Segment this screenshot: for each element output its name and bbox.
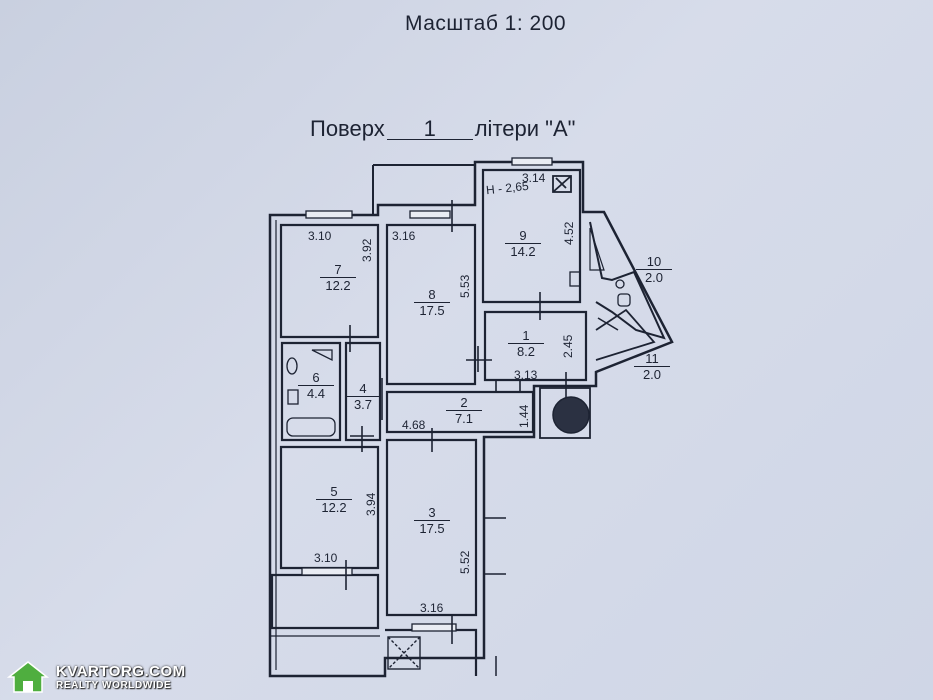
dim-room9-depth: 4.52 xyxy=(562,221,576,245)
door-marks xyxy=(336,200,619,644)
floor-suffix: літери "А" xyxy=(474,116,576,141)
outer-wall xyxy=(268,160,674,678)
windows xyxy=(301,157,553,632)
dim-room3-width: 3.16 xyxy=(420,601,444,615)
dim-room7-width: 3.10 xyxy=(308,229,332,243)
watermark-subtitle: REALTY WORLDWIDE xyxy=(56,680,172,691)
loggia-top xyxy=(372,164,475,215)
balcony-hatch-icon xyxy=(387,636,421,670)
stair-marking xyxy=(589,227,605,271)
floor-prefix: Поверх xyxy=(310,116,385,141)
dim-room5-width: 3.10 xyxy=(314,551,338,565)
dim-room7-depth: 3.92 xyxy=(360,238,374,262)
floor-number: 1 xyxy=(386,118,473,140)
dim-room8-depth: 5.53 xyxy=(458,274,472,298)
dim-hall-depth: 1.44 xyxy=(517,404,531,428)
column-icon xyxy=(552,396,590,434)
dim-hall-width: 4.68 xyxy=(402,418,426,432)
interior-walls xyxy=(270,168,588,676)
house-logo-icon xyxy=(6,661,50,693)
scale-label: Масштаб 1: 200 xyxy=(405,12,567,35)
dim-room1-depth: 2.45 xyxy=(561,334,575,358)
bathroom-fixtures xyxy=(286,271,631,437)
dim-room3-depth: 5.52 xyxy=(458,550,472,574)
room10-walls xyxy=(589,221,666,340)
room11-walls xyxy=(595,308,656,361)
dim-room9-width: 3.14 xyxy=(522,171,546,185)
watermark-title: KVARTORG.COM xyxy=(56,663,186,680)
dim-room5-depth: 3.94 xyxy=(364,492,378,516)
watermark: KVARTORG.COM REALTY WORLDWIDE xyxy=(6,656,186,698)
vent-shaft-icon xyxy=(552,175,572,193)
dim-room8-width: 3.16 xyxy=(392,229,416,243)
dim-room1-width: 3.13 xyxy=(514,368,538,382)
